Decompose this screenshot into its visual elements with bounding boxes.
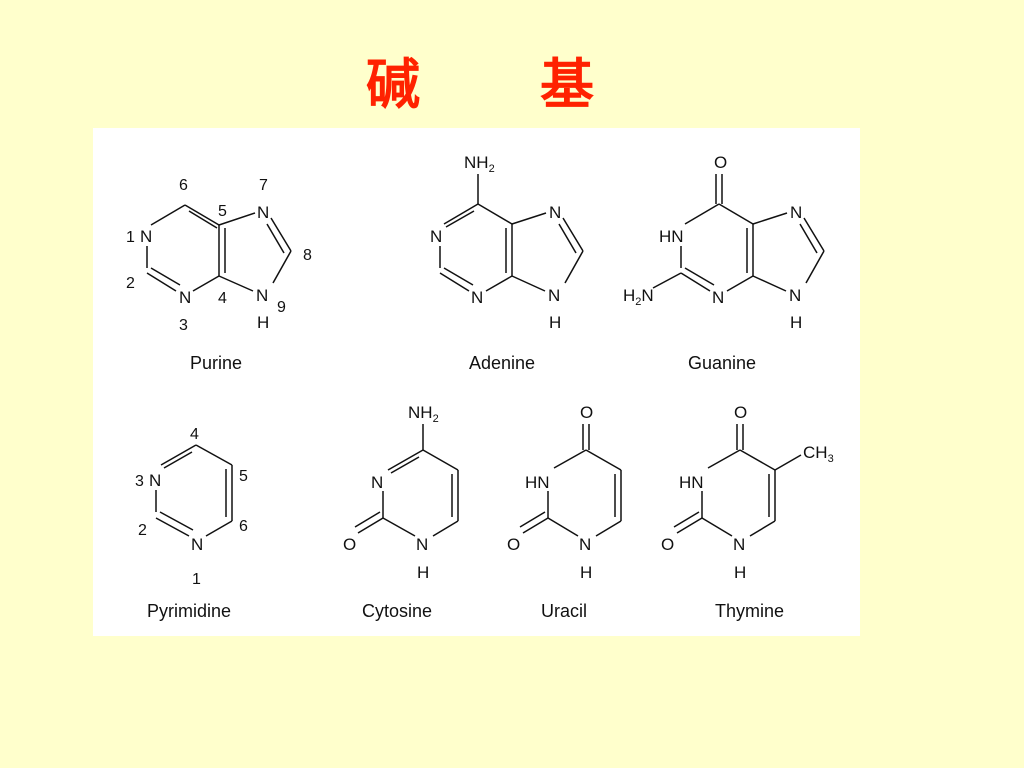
pyrimidine-n3-atom: N — [149, 471, 161, 490]
thymine-ch3-atom: CH3 — [803, 443, 834, 465]
purine-pos-1: 1 — [126, 229, 135, 246]
purine-h9-atom: H — [257, 313, 269, 332]
uracil-structure: O HN N H O Uracil — [507, 403, 622, 621]
pyrimidine-structure: N N 4 3 5 6 2 1 Pyrimidine — [135, 426, 248, 621]
pyrimidine-pos-1: 1 — [192, 571, 201, 588]
structures-panel: N N N N H 1 2 3 4 5 6 7 8 9 Purine NH2 N… — [93, 128, 860, 636]
purine-pos-2: 2 — [126, 275, 135, 292]
purine-pos-7: 7 — [259, 177, 268, 194]
uracil-label: Uracil — [541, 601, 587, 621]
purine-n1-atom: N — [140, 227, 152, 246]
thymine-label: Thymine — [715, 601, 784, 621]
pyrimidine-pos-3: 3 — [135, 473, 144, 490]
purine-pos-6: 6 — [179, 177, 188, 194]
pyrimidine-pos-2: 2 — [138, 522, 147, 539]
thymine-o4-atom: O — [734, 403, 747, 422]
purine-pos-4: 4 — [218, 290, 227, 307]
adenine-n1-atom: N — [430, 227, 442, 246]
pyrimidine-label: Pyrimidine — [147, 601, 231, 621]
purine-pos-9: 9 — [277, 299, 286, 316]
thymine-n1-atom: N — [733, 535, 745, 554]
guanine-n7-atom: N — [790, 203, 802, 222]
uracil-hn3-atom: HN — [525, 473, 550, 492]
cytosine-n3-atom: N — [371, 473, 383, 492]
cytosine-o-atom: O — [343, 535, 356, 554]
pyrimidine-pos-4: 4 — [190, 426, 199, 443]
purine-n9-atom: N — [256, 286, 268, 305]
adenine-n3-atom: N — [471, 288, 483, 307]
pyrimidine-pos-6: 6 — [239, 518, 248, 535]
purine-structure: N N N N H 1 2 3 4 5 6 7 8 9 Purine — [126, 177, 312, 373]
cytosine-n1-atom: N — [416, 535, 428, 554]
purine-label: Purine — [190, 353, 242, 373]
pyrimidine-pos-5: 5 — [239, 468, 248, 485]
adenine-h9-atom: H — [549, 313, 561, 332]
uracil-o2-atom: O — [507, 535, 520, 554]
structures-diagram: N N N N H 1 2 3 4 5 6 7 8 9 Purine NH2 N… — [126, 153, 834, 621]
purine-pos-3: 3 — [179, 317, 188, 334]
adenine-structure: NH2 N N N N H Adenine — [430, 153, 584, 373]
cytosine-h1-atom: H — [417, 563, 429, 582]
uracil-o4-atom: O — [580, 403, 593, 422]
page-title: 碱基 — [0, 40, 960, 119]
cytosine-structure: NH2 N N H O Cytosine — [343, 403, 459, 621]
uracil-h1-atom: H — [580, 563, 592, 582]
guanine-h2n-atom: H2N — [623, 286, 654, 308]
guanine-n9-atom: N — [789, 286, 801, 305]
guanine-o-atom: O — [714, 153, 727, 172]
guanine-label: Guanine — [688, 353, 756, 373]
purine-pos-8: 8 — [303, 247, 312, 264]
adenine-n9-atom: N — [548, 286, 560, 305]
guanine-n3-atom: N — [712, 288, 724, 307]
cytosine-label: Cytosine — [362, 601, 432, 621]
purine-n3-atom: N — [179, 288, 191, 307]
guanine-hn1-atom: HN — [659, 227, 684, 246]
cytosine-nh-atom: NH2 — [408, 403, 439, 425]
thymine-hn3-atom: HN — [679, 473, 704, 492]
adenine-nh-atom: NH2 — [464, 153, 495, 175]
guanine-structure: O HN N N N H H2N Guanine — [623, 153, 825, 373]
title-char-2: 基 — [540, 52, 594, 116]
adenine-label: Adenine — [469, 353, 535, 373]
guanine-h9-atom: H — [790, 313, 802, 332]
uracil-n1-atom: N — [579, 535, 591, 554]
thymine-h1-atom: H — [734, 563, 746, 582]
adenine-n7-atom: N — [549, 203, 561, 222]
purine-n7-atom: N — [257, 203, 269, 222]
thymine-structure: O CH3 HN N H O Thymine — [661, 403, 834, 621]
pyrimidine-n1-atom: N — [191, 535, 203, 554]
title-char-1: 碱 — [366, 52, 420, 116]
purine-pos-5: 5 — [218, 203, 227, 220]
thymine-o2-atom: O — [661, 535, 674, 554]
